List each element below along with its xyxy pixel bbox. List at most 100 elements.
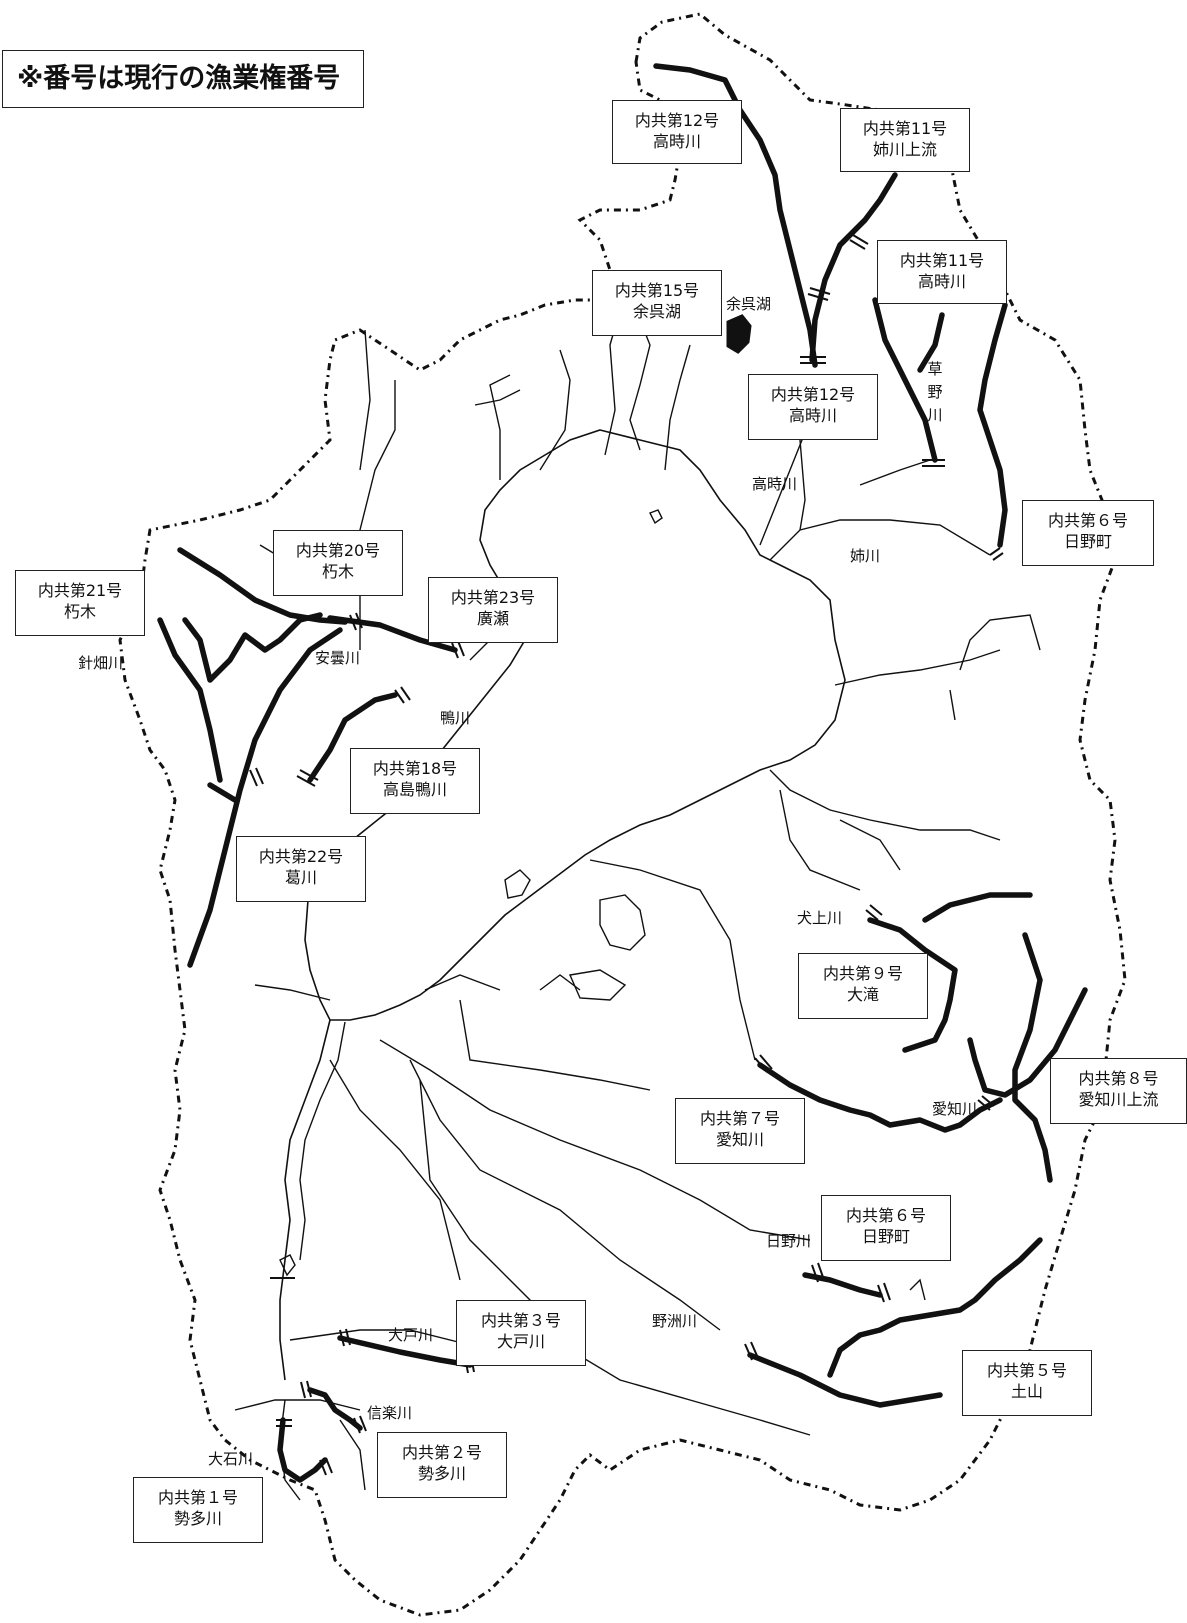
district-name: 日野町 — [1063, 532, 1112, 551]
segment-harihata — [157, 617, 223, 783]
river-label-char: 草 — [927, 360, 943, 378]
district-box-6: 内共第６号 日野町 — [821, 1195, 951, 1261]
segment-katsura — [187, 627, 343, 968]
segment-otaki — [867, 917, 958, 1053]
segment-kamo — [307, 692, 398, 783]
segment-seta2 — [307, 1387, 363, 1431]
lake-island — [504, 869, 531, 899]
district-number: 内共第12号 — [770, 385, 856, 404]
seta-river — [279, 1019, 331, 1381]
district-box-8: 内共第８号 愛知川上流 — [1050, 1058, 1187, 1124]
district-name: 余呉湖 — [632, 302, 681, 321]
segment-echi-upper2 — [967, 987, 1088, 1098]
district-number: 内共第20号 — [295, 541, 381, 560]
district-name: 愛知川 — [715, 1130, 764, 1149]
segment-tanyu — [653, 63, 818, 368]
river-label-ado: 安曇川 — [315, 649, 361, 667]
district-name: 愛知川上流 — [1078, 1090, 1159, 1109]
river-label-hino: 日野川 — [766, 1232, 812, 1250]
segment-echi-upper — [1012, 932, 1053, 1183]
river-label-shigaraki: 信楽川 — [367, 1404, 413, 1422]
river-label-char: 川 — [927, 406, 943, 424]
district-name: 勢多川 — [417, 1464, 466, 1483]
river-label-daido: 大戸川 — [388, 1326, 434, 1344]
district-name: 姉川上流 — [872, 140, 937, 159]
river-label-echi: 愛知川 — [932, 1100, 978, 1118]
segment-seta1 — [277, 1417, 328, 1483]
district-box-11: 内共第11号 高時川 — [877, 240, 1007, 304]
lake-island — [569, 969, 627, 1001]
district-number: 内共第18号 — [372, 759, 458, 778]
district-name: 土山 — [1010, 1382, 1043, 1401]
district-number: 内共第22号 — [258, 847, 344, 866]
district-name: 葛川 — [284, 868, 317, 887]
fishery-number-note: ※番号は現行の漁業権番号 — [2, 50, 364, 108]
lake-island — [599, 894, 646, 951]
district-name: 大滝 — [846, 985, 879, 1004]
district-name: 日野町 — [861, 1227, 910, 1246]
seta-river-bank — [299, 1021, 346, 1261]
district-name: 大戸川 — [496, 1332, 545, 1351]
district-box-15: 内共第15号 余呉湖 — [592, 270, 722, 336]
yogo-lake — [726, 314, 752, 354]
segment-ane — [977, 302, 1008, 548]
river-label-inukami: 犬上川 — [797, 909, 843, 927]
district-name: 高島鴨川 — [382, 780, 447, 799]
district-number: 内共第６号 — [845, 1206, 926, 1225]
district-box-3: 内共第３号 大戸川 — [456, 1300, 586, 1366]
district-box-12: 内共第12号 高時川 — [748, 374, 878, 440]
district-number: 内共第６号 — [1047, 511, 1128, 530]
segment-katsura-branch — [207, 782, 238, 803]
district-box-14: 内共第12号 高時川 — [612, 100, 742, 164]
district-number: 内共第３号 — [480, 1311, 561, 1330]
district-box-20: 内共第20号 朽木 — [273, 530, 403, 596]
district-name: 勢多川 — [173, 1509, 222, 1528]
district-box-18: 内共第18号 高島鴨川 — [350, 748, 480, 814]
segment-daido — [337, 1335, 473, 1368]
district-number: 内共第11号 — [862, 119, 948, 138]
district-box-2: 内共第２号 勢多川 — [377, 1432, 507, 1498]
district-name: 朽木 — [63, 602, 96, 621]
river-label-yogoko: 余呉湖 — [726, 295, 772, 313]
district-number: 内共第15号 — [614, 281, 700, 300]
river-label-harihata: 針畑川 — [78, 654, 124, 672]
prefecture-boundary — [118, 12, 1127, 1617]
river-label-oishi: 大石川 — [208, 1450, 254, 1468]
river-label-yasu: 野洲川 — [652, 1312, 698, 1330]
district-number: 内共第11号 — [899, 251, 985, 270]
district-name: 廣瀬 — [476, 609, 509, 628]
lake-biwa-outline — [304, 429, 846, 1021]
district-name: 高時川 — [788, 406, 837, 425]
segment-tsuchiyama — [747, 1352, 943, 1408]
fishery-segments — [157, 63, 1088, 1483]
district-number: 内共第５号 — [986, 1361, 1067, 1380]
segment-otaki-upper — [922, 892, 1033, 923]
district-box-1: 内共第１号 勢多川 — [133, 1477, 263, 1543]
district-box-9: 内共第９号 大滝 — [798, 953, 928, 1019]
district-box-5: 内共第５号 土山 — [962, 1350, 1092, 1416]
district-name: 高時川 — [917, 272, 966, 291]
district-number: 内共第９号 — [822, 964, 903, 983]
district-box-7: 内共第７号 愛知川 — [675, 1098, 805, 1164]
lake-island — [649, 509, 663, 525]
district-box-13: 内共第11号 姉川上流 — [840, 108, 970, 172]
river-label-ane: 姉川 — [850, 547, 881, 565]
district-box-22: 内共第22号 葛川 — [236, 836, 366, 902]
district-number: 内共第８号 — [1078, 1069, 1159, 1088]
district-box-10: 内共第６号 日野町 — [1022, 500, 1154, 566]
segment-kusano — [872, 297, 938, 463]
district-number: 内共第１号 — [157, 1488, 238, 1507]
segment-hino — [802, 1272, 883, 1298]
river-label-takatoki: 高時川 — [752, 475, 798, 493]
segment-kusano-branch — [917, 312, 945, 373]
district-number: 内共第12号 — [634, 111, 720, 130]
district-box-23: 内共第23号 廣瀬 — [428, 577, 558, 643]
district-number: 内共第７号 — [699, 1109, 780, 1128]
tributaries — [234, 309, 1041, 1501]
river-label-kusano: 草 野 川 — [926, 358, 944, 427]
segment-hirose — [327, 615, 458, 653]
district-number: 内共第21号 — [37, 581, 123, 600]
district-number: 内共第２号 — [401, 1443, 482, 1462]
segment-kutsuki21 — [182, 612, 323, 683]
district-number: 内共第23号 — [450, 588, 536, 607]
